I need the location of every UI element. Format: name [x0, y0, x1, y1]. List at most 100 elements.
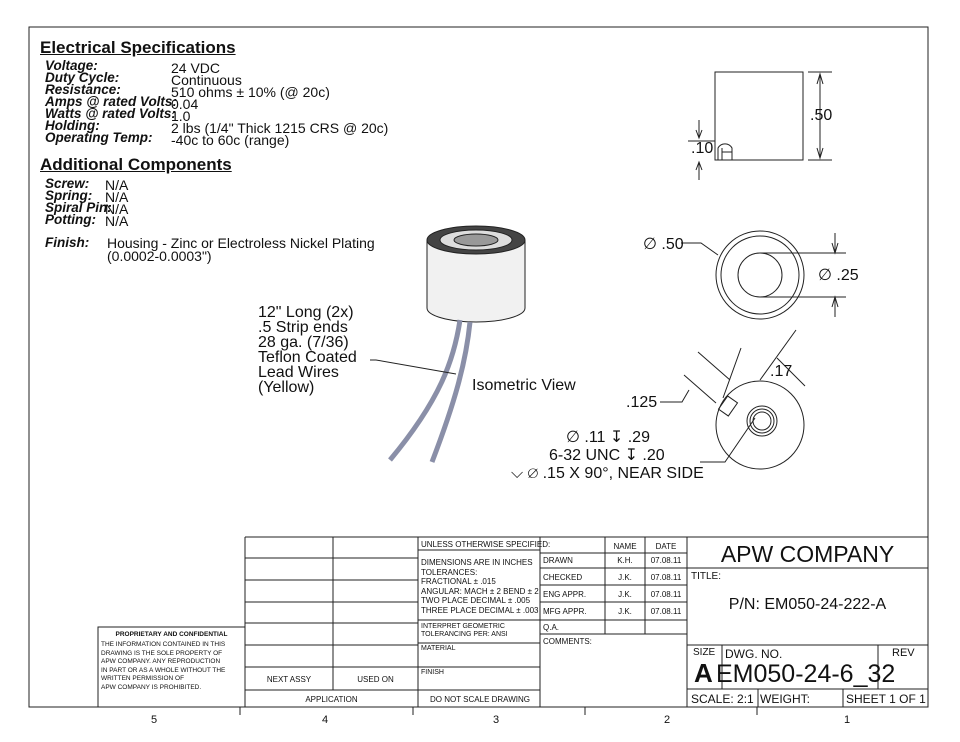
comments-label: COMMENTS: — [543, 637, 592, 646]
tolerance-line: THREE PLACE DECIMAL ± .003 — [421, 605, 539, 615]
wire-note-line: (Yellow) — [258, 379, 315, 396]
spec-label: Resistance: — [45, 82, 121, 97]
dim-offset: .10 — [691, 140, 714, 157]
company-name: APW COMPANY — [720, 541, 895, 567]
part-number: P/N: EM050-24-222-A — [728, 596, 887, 613]
title-label: TITLE: — [691, 571, 722, 582]
zone-3: 3 — [493, 714, 500, 726]
spec-label: Duty Cycle: — [45, 70, 120, 85]
spec-value: 2 lbs (1/4" Thick 1215 CRS @ 20c) — [171, 120, 389, 136]
wire-note-line: 12" Long (2x) — [258, 304, 354, 321]
wire-note-line: 28 ga. (7/36) — [258, 334, 349, 351]
approval-role: Q.A. — [543, 623, 560, 632]
spec-label: Voltage: — [45, 58, 98, 73]
tolerance-line: DIMENSIONS ARE IN INCHES — [421, 558, 533, 567]
bottom-view — [660, 329, 806, 470]
spec-value: 24 VDC — [171, 60, 221, 76]
component-value: N/A — [105, 201, 129, 217]
approval-name: J.K. — [618, 573, 632, 582]
scale: SCALE: 2:1 — [691, 692, 754, 706]
finish-label: Finish: — [45, 235, 90, 250]
approval-date: 07.08.11 — [650, 573, 682, 582]
interpret-line: INTERPRET GEOMETRIC — [421, 623, 505, 630]
drawing-border — [28, 26, 929, 708]
zone-1: 1 — [844, 714, 851, 726]
do-not-scale: DO NOT SCALE DRAWING — [429, 695, 530, 704]
approval-date: 07.08.11 — [650, 590, 682, 599]
dim-125: .125 — [626, 394, 658, 411]
proprietary-line: THE INFORMATION CONTAINED IN THIS — [101, 641, 226, 648]
spec-label: Operating Temp: — [45, 130, 153, 145]
component-label: Potting: — [45, 212, 96, 227]
zone-5: 5 — [151, 714, 158, 726]
dim-height: .50 — [810, 107, 833, 124]
spec-value: -40c to 60c (range) — [171, 132, 290, 148]
proprietary-line: APW COMPANY. ANY REPRODUCTION — [101, 658, 221, 665]
tolerance-line: ANGULAR: MACH ± 2 BEND ± 2 — [421, 586, 539, 596]
dwg-no-label: DWG. NO. — [725, 647, 783, 661]
spec-label: Watts @ rated Volts: — [45, 106, 176, 121]
additional-components-heading: Additional Components — [40, 155, 232, 174]
rev-label: REV — [892, 647, 915, 659]
zone-ticks — [239, 707, 758, 715]
component-label: Spiral Pin: — [45, 200, 112, 215]
size-label: SIZE — [693, 647, 716, 658]
proprietary-line: APW COMPANY IS PROHIBITED. — [101, 683, 202, 691]
component-label: Screw: — [45, 176, 90, 191]
proprietary-line: DRAWING IS THE SOLE PROPERTY OF — [101, 649, 223, 657]
spec-label: Holding: — [45, 118, 100, 133]
proprietary-line: IN PART OR AS A WHOLE WITHOUT THE — [101, 666, 226, 674]
application: APPLICATION — [305, 695, 358, 704]
approval-role: MFG APPR. — [543, 607, 587, 616]
unless-specified: UNLESS OTHERWISE SPECIFIED: — [421, 540, 551, 549]
approval-role: DRAWN — [543, 556, 573, 565]
finish-field-label: FINISH — [421, 669, 444, 676]
proprietary-title: PROPRIETARY AND CONFIDENTIAL — [115, 631, 228, 638]
spec-value: 1.0 — [171, 108, 191, 124]
spec-value: 0.04 — [171, 96, 199, 112]
finish-line-2: (0.0002-0.0003") — [107, 248, 212, 264]
dim-outer-diameter: ∅ .50 — [643, 236, 684, 253]
approval-role: ENG APPR. — [543, 590, 587, 599]
zone-4: 4 — [322, 714, 329, 726]
wire-note-line: Lead Wires — [258, 364, 339, 381]
component-value: N/A — [105, 177, 129, 193]
date-header: DATE — [655, 542, 677, 551]
tolerances: DIMENSIONS ARE IN INCHES TOLERANCES: FRA… — [421, 558, 539, 615]
tolerance-line: TWO PLACE DECIMAL ± .005 — [421, 596, 531, 605]
size-value: A — [694, 658, 713, 688]
sheet: SHEET 1 OF 1 — [846, 692, 926, 706]
approval-name: J.K. — [618, 590, 632, 599]
approval-date: 07.08.11 — [650, 607, 682, 616]
hole-callout-1: ∅ .11 ↧ .29 — [566, 429, 650, 446]
side-view — [688, 71, 832, 180]
isometric-view — [370, 225, 526, 463]
wire-note: 12" Long (2x) .5 Strip ends 28 ga. (7/36… — [258, 304, 357, 396]
title-block-grid — [97, 536, 928, 708]
proprietary-line: WRITTEN PERMISSION OF — [101, 675, 185, 682]
spec-label: Amps @ rated Volts: — [45, 94, 177, 109]
dim-17: .17 — [770, 363, 793, 380]
interpret-geometric: INTERPRET GEOMETRIC TOLERANCING PER: ANS… — [421, 623, 508, 639]
tolerance-line: TOLERANCES: — [421, 567, 478, 577]
dim-inner-diameter: ∅ .25 — [818, 267, 859, 284]
drawing-number: EM050-24-6_32 — [716, 660, 896, 688]
component-value: N/A — [105, 189, 129, 205]
isometric-view-label: Isometric View — [472, 377, 576, 394]
approval-name: K.H. — [617, 556, 633, 565]
electrical-specs-heading: Electrical Specifications — [40, 38, 236, 57]
approval-name: J.K. — [618, 607, 632, 616]
hole-callout-2: 6-32 UNC ↧ .20 — [549, 447, 665, 464]
hole-callout-3: ⌵ ∅ .15 X 90°, NEAR SIDE — [511, 465, 704, 482]
interpret-line: TOLERANCING PER: ANSI — [421, 631, 508, 638]
zone-2: 2 — [664, 714, 671, 726]
finish-line-1: Housing - Zinc or Electroless Nickel Pla… — [107, 235, 375, 251]
component-value: N/A — [105, 213, 129, 229]
spec-value: 510 ohms ± 10% (@ 20c) — [171, 84, 330, 100]
approval-role: CHECKED — [543, 573, 583, 582]
component-label: Spring: — [45, 188, 93, 203]
front-view — [681, 230, 846, 320]
